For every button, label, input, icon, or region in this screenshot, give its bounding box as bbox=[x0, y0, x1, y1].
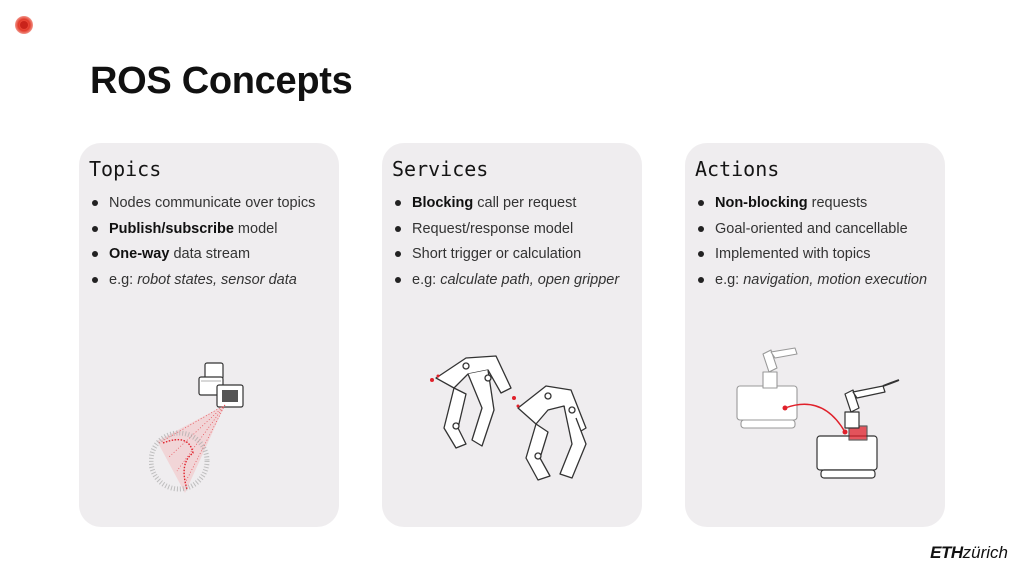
card-actions: Actions Non-blocking requests Goal-orien… bbox=[685, 143, 945, 527]
bullet-item: Goal-oriented and cancellable bbox=[695, 219, 927, 245]
bullet-item: e.g: calculate path, open gripper bbox=[392, 270, 619, 296]
card-heading: Topics bbox=[89, 157, 162, 181]
bullet-item: Short trigger or calculation bbox=[392, 244, 619, 270]
bullet-item: e.g: navigation, motion execution bbox=[695, 270, 927, 296]
bullet-item: Request/response model bbox=[392, 219, 619, 245]
eth-zurich-logo: ETHzürich bbox=[930, 543, 1008, 562]
mobile-robot-icon bbox=[736, 347, 900, 479]
bullet-list: Nodes communicate over topics Publish/su… bbox=[89, 193, 315, 296]
record-indicator-icon bbox=[15, 16, 33, 34]
gripper-icon bbox=[430, 355, 587, 481]
card-heading: Actions bbox=[695, 157, 780, 181]
bullet-item: Publish/subscribe model bbox=[89, 219, 315, 245]
bullet-item: Nodes communicate over topics bbox=[89, 193, 315, 219]
bullet-list: Non-blocking requests Goal-oriented and … bbox=[695, 193, 927, 296]
card-services: Services Blocking call per request Reque… bbox=[382, 143, 642, 527]
bullet-item: Non-blocking requests bbox=[695, 193, 927, 219]
card-heading: Services bbox=[392, 157, 489, 181]
slide-title: ROS Concepts bbox=[90, 60, 353, 102]
bullet-list: Blocking call per request Request/respon… bbox=[392, 193, 619, 296]
bullet-item: Blocking call per request bbox=[392, 193, 619, 219]
lidar-sensor-icon bbox=[149, 362, 244, 493]
bullet-item: e.g: robot states, sensor data bbox=[89, 270, 315, 296]
bullet-item: One-way data stream bbox=[89, 244, 315, 270]
card-topics: Topics Nodes communicate over topics Pub… bbox=[79, 143, 339, 527]
bullet-item: Implemented with topics bbox=[695, 244, 927, 270]
